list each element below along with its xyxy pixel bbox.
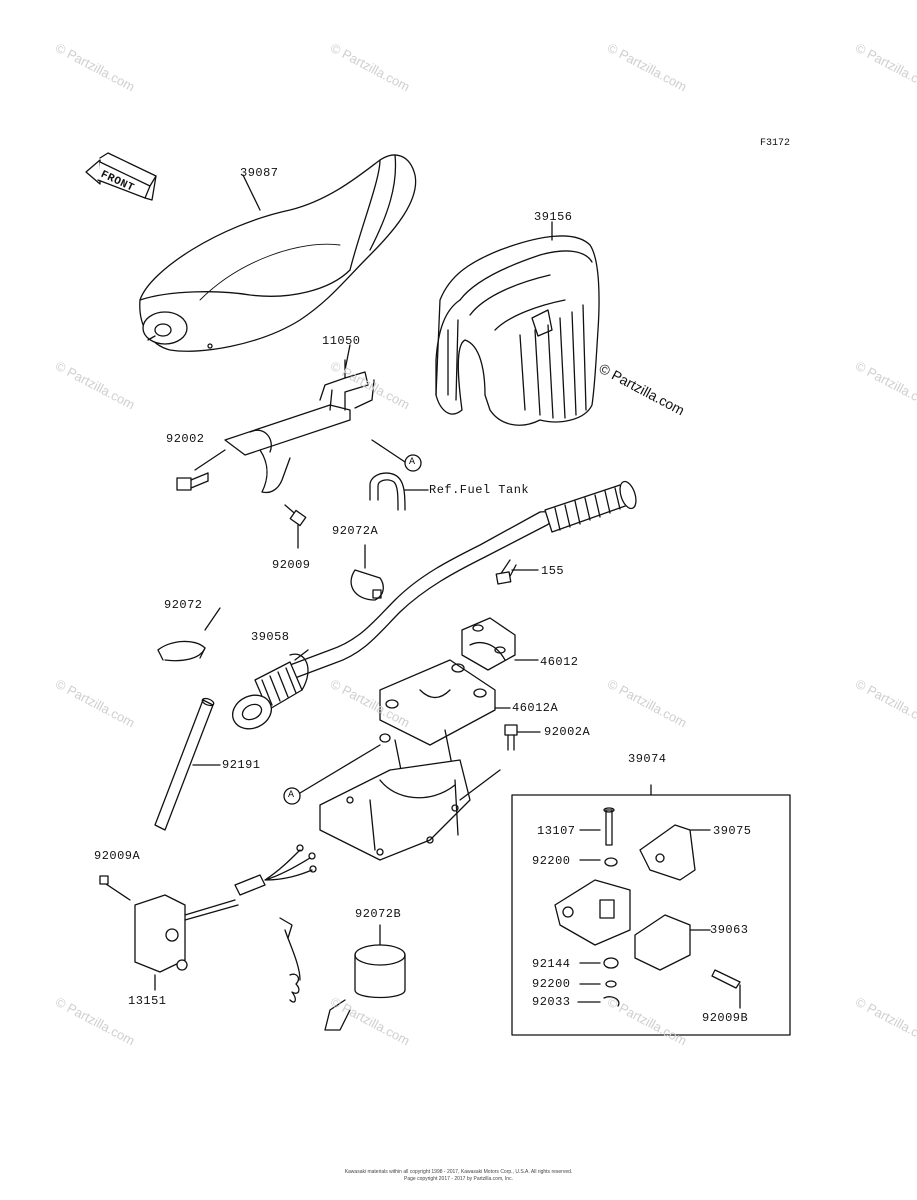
part-label-13151: 13151 [128, 994, 167, 1008]
boot-39156 [435, 235, 600, 426]
part-label-92072: 92072 [164, 598, 203, 612]
part-label-39087: 39087 [240, 166, 279, 180]
front-arrow-icon [85, 152, 157, 201]
bolt-92009 [284, 504, 307, 549]
clamp-92072B [279, 917, 406, 1031]
fuel-hose-clip [369, 472, 429, 511]
footer-copyright: Kawasaki materials within all copyright … [344, 1169, 573, 1175]
bracket-11050 [224, 359, 375, 494]
part-label-39063: 39063 [710, 923, 749, 937]
part-label-39058: 39058 [251, 630, 290, 644]
bolt-92002A [459, 724, 541, 801]
part-label-92009: 92009 [272, 558, 311, 572]
part-label-46012: 46012 [540, 655, 579, 669]
part-label-39074: 39074 [628, 752, 667, 766]
bolt-155 [495, 559, 539, 585]
callout-a-top-label: A [409, 457, 416, 468]
part-label-92002A: 92002A [544, 725, 591, 739]
clamp-46012 [461, 617, 539, 671]
callout-a-bottom-label: A [288, 790, 295, 801]
handle-cover-39087 [139, 154, 417, 352]
part-label-92002: 92002 [166, 432, 205, 446]
part-label-46012A: 46012A [512, 701, 559, 715]
part-label-92009A: 92009A [94, 849, 141, 863]
part-label-39075: 39075 [713, 824, 752, 838]
holder-46012A [299, 659, 511, 861]
bolt-92002 [176, 449, 226, 491]
part-label-92200-lower: 92200 [532, 977, 571, 991]
part-label-92144: 92144 [532, 957, 571, 971]
clip-92072A [350, 544, 384, 601]
part-label-92200-upper: 92200 [532, 854, 571, 868]
part-label-92009B: 92009B [702, 1011, 749, 1025]
part-label-39156: 39156 [534, 210, 573, 224]
reference-note: Ref.Fuel Tank [429, 483, 530, 497]
part-label-155: 155 [541, 564, 565, 578]
part-label-92033: 92033 [532, 995, 571, 1009]
switch-13151 [99, 844, 317, 991]
handlebar-39058 [232, 480, 637, 730]
callout-a-top [404, 454, 422, 472]
part-label-13107: 13107 [537, 824, 576, 838]
part-label-92072A: 92072A [332, 524, 379, 538]
figure-code: F3172 [760, 138, 791, 149]
part-label-92072B: 92072B [355, 907, 402, 921]
clip-92072 [157, 640, 206, 662]
part-label-11050: 11050 [322, 334, 361, 348]
footer-copyright-2: Page copyright 2017 - 2017 by Partzilla.… [404, 1176, 513, 1182]
callout-a-bottom [283, 787, 301, 805]
tube-92191 [154, 697, 215, 831]
part-label-92191: 92191 [222, 758, 261, 772]
kit-box-39074 [511, 784, 791, 1036]
